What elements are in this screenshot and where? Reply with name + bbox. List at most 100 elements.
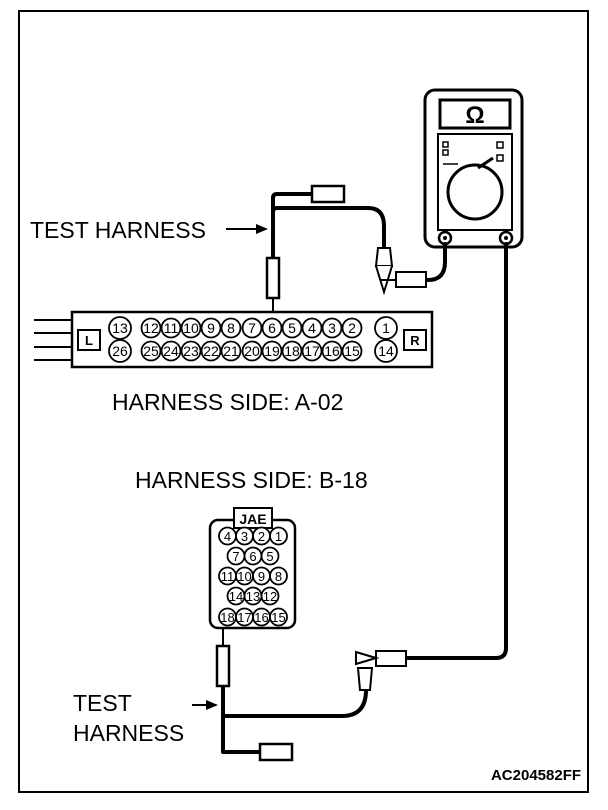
a02-pin-24-circle: [160, 340, 182, 362]
a02-pin-23-circle: [180, 340, 202, 362]
a02-pin-1: 1: [382, 320, 390, 336]
range-mark-4: [496, 154, 504, 162]
a02-pin-6: 6: [268, 320, 276, 336]
harness-side-a02-label: HARNESS SIDE: A-02: [112, 389, 343, 415]
a02-pin-21-circle: [220, 340, 242, 362]
b18-pin-5: 5: [266, 549, 273, 564]
a02-pin-10: 10: [183, 320, 199, 336]
test-harness-label-top: TEST HARNESS: [30, 217, 206, 243]
connector-a02-left-tab: [77, 329, 101, 351]
a02-pin-4: 4: [308, 320, 316, 336]
a02-pin-6-circle: [261, 317, 283, 339]
b18-pin-13: 13: [246, 589, 260, 604]
b18-pin-1: 1: [275, 529, 282, 544]
a02-pin-11: 11: [164, 320, 179, 336]
b18-pin-17: 17: [237, 610, 251, 625]
a02-pin-25-circle: [140, 340, 162, 362]
range-mark-2: [442, 149, 449, 156]
connector-a02-left-tab-label: L: [85, 333, 93, 348]
b18-pin-6: 6: [249, 549, 256, 564]
a02-pin-22-circle: [200, 340, 222, 362]
b18-pin-10: 10: [237, 569, 251, 584]
b18-pin-14: 14: [229, 589, 243, 604]
b18-pin-8: 8: [275, 569, 282, 584]
a02-pin-24: 24: [163, 343, 179, 359]
test-harness-label-bottom-line1: TEST: [73, 690, 132, 716]
a02-pin-10-circle: [180, 317, 202, 339]
bottom-probe-body: [215, 644, 231, 688]
a02-pin-4-circle: [301, 317, 323, 339]
figure-code: AC204582FF: [491, 767, 581, 784]
selector-knob: [446, 163, 504, 221]
multimeter-display: [438, 98, 512, 130]
b18-pin-1-circle: [269, 526, 288, 546]
b18-pin-11: 11: [221, 569, 235, 584]
a02-pin-26: 26: [112, 343, 128, 359]
bottom-alligator-clip: [355, 650, 407, 691]
a02-pin-23: 23: [183, 343, 199, 359]
a02-pin-1-circle: [374, 316, 398, 340]
a02-pin-7: 7: [248, 320, 256, 336]
b18-pin-15-circle: [269, 607, 288, 627]
top-probe-body: [265, 256, 281, 300]
b18-pin-12-circle: [260, 586, 280, 606]
a02-pin-25: 25: [143, 343, 159, 359]
a02-pin-22: 22: [203, 343, 219, 359]
bottom-harness-branch-wire: [221, 673, 368, 718]
knob-pointer: [477, 156, 494, 170]
b18-pin-2: 2: [258, 529, 265, 544]
a02-pin-18-circle: [281, 340, 303, 362]
connector-a02-right-tab: [403, 329, 427, 351]
a02-pin-9-circle: [200, 317, 222, 339]
a02-pin-3-circle: [321, 317, 343, 339]
a02-pin-12: 12: [143, 320, 159, 336]
a02-pin-14-circle: [374, 339, 398, 363]
b18-pin-8-circle: [269, 566, 288, 586]
a02-pin-17-circle: [301, 340, 323, 362]
a02-pin-7-circle: [241, 317, 263, 339]
a02-pin-12-circle: [140, 317, 162, 339]
a02-pin-14: 14: [378, 343, 394, 359]
a02-pin-16-circle: [321, 340, 343, 362]
arrow-icon: [206, 700, 218, 710]
harness-side-b18-label: HARNESS SIDE: B-18: [135, 467, 368, 493]
com-lead-wire: [406, 242, 447, 282]
top-harness-plug: [310, 184, 346, 204]
a02-pin-9: 9: [207, 320, 215, 336]
test-harness-label-bottom-line2: HARNESS: [73, 720, 184, 746]
bottom-harness-main-wire: [221, 683, 262, 754]
range-mark-3: [496, 141, 504, 149]
a02-pin-20-circle: [241, 340, 263, 362]
multimeter: Ω: [423, 88, 524, 249]
a02-pin-18: 18: [284, 343, 300, 359]
a02-pin-5: 5: [288, 320, 296, 336]
a02-pin-15-circle: [341, 340, 363, 362]
a02-pin-15: 15: [344, 343, 360, 359]
a02-pin-11-circle: [160, 317, 182, 339]
b18-pin-4: 4: [224, 529, 231, 544]
multimeter-panel: [437, 133, 513, 231]
b18-pin-15: 15: [271, 610, 285, 625]
top-alligator-clip: [374, 247, 427, 296]
a02-pin-8-circle: [220, 317, 242, 339]
b18-pin-12: 12: [263, 589, 277, 604]
arrow-icon: [256, 224, 268, 234]
diagram-frame: [18, 10, 589, 793]
b18-pin-18: 18: [220, 610, 234, 625]
connector-b18-brand: JAE: [239, 511, 266, 527]
a02-pin-13-circle: [108, 316, 132, 340]
bottom-harness-plug: [258, 742, 294, 762]
a02-pin-13: 13: [112, 320, 128, 336]
a02-pin-19: 19: [264, 343, 280, 359]
a02-pin-8: 8: [227, 320, 235, 336]
top-harness-branch-wire: [271, 206, 386, 250]
a02-pin-17: 17: [304, 343, 320, 359]
b18-pin-16: 16: [254, 610, 268, 625]
a02-pin-19-circle: [261, 340, 283, 362]
b18-pin-5-circle: [260, 546, 280, 566]
b18-pin-9: 9: [258, 569, 265, 584]
a02-pin-5-circle: [281, 317, 303, 339]
a02-pin-21: 21: [223, 343, 239, 359]
